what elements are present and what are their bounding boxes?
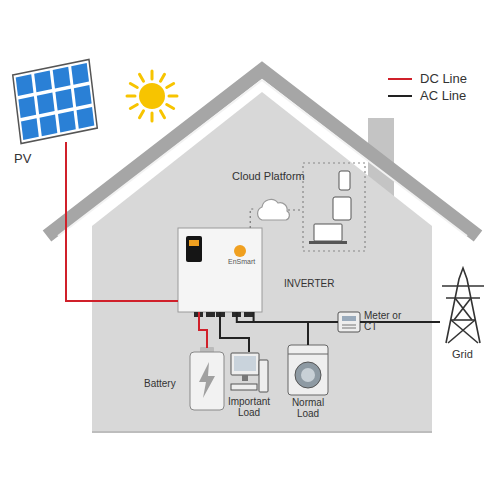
wire-line — [66, 142, 178, 301]
keyboard — [231, 384, 257, 390]
pv-cell — [71, 63, 89, 85]
inverter-screen — [186, 236, 202, 262]
pv-cell — [37, 93, 55, 115]
sun-ray — [151, 113, 154, 121]
sun-ray — [140, 111, 144, 118]
wire — [66, 142, 178, 301]
grid-tower — [442, 268, 484, 343]
battery-node: Battery — [190, 348, 224, 410]
node-label: PV — [14, 152, 54, 166]
laptop-icon — [314, 224, 342, 241]
sun-ray — [167, 105, 174, 109]
meter-keys — [342, 325, 356, 328]
pv-cell — [55, 89, 73, 111]
sun-ray — [130, 105, 137, 109]
sun-ray — [161, 111, 165, 118]
cloud-icon — [258, 199, 290, 220]
cloud-node: Cloud Platform — [256, 198, 288, 220]
sun-disc — [139, 83, 165, 109]
wire — [254, 312, 338, 322]
wire-line — [254, 312, 338, 322]
battery-bolt — [199, 362, 215, 398]
wire — [220, 312, 249, 352]
laptop-base — [309, 241, 347, 244]
node-label: INVERTER — [284, 278, 354, 289]
wire — [237, 312, 308, 345]
sun-ray — [127, 95, 135, 98]
pv-cell — [21, 118, 39, 140]
important-load-node: Important Load — [230, 352, 268, 392]
legend-row: AC Line — [388, 87, 467, 104]
wire-line — [220, 312, 249, 352]
pv-cell — [34, 71, 52, 93]
node-label: Important Load — [222, 396, 276, 418]
wire — [250, 209, 256, 228]
legend: DC Line AC Line — [388, 70, 467, 104]
inverter-ports — [194, 312, 253, 317]
monitor-screen — [234, 356, 256, 371]
phone-icon — [339, 171, 350, 190]
washer-body — [288, 345, 328, 395]
wire-line — [250, 209, 256, 228]
roof-trim — [58, 80, 467, 236]
grid-node: Grid — [440, 268, 485, 343]
normal-load-node: Normal Load — [288, 345, 328, 395]
inverter-node: EnSmartINVERTER — [178, 228, 262, 312]
node-label: EnSmart — [228, 258, 262, 266]
inverter-logo — [234, 245, 246, 257]
monitor-stand — [242, 375, 248, 381]
pv-cell — [53, 67, 71, 89]
legend-swatch — [388, 78, 412, 80]
pv-cell — [74, 85, 92, 107]
wire — [199, 312, 207, 348]
node-label: Cloud Platform — [232, 170, 322, 182]
house-body — [92, 92, 432, 432]
legend-text: AC Line — [420, 88, 466, 103]
pv-cell — [16, 74, 34, 96]
devices-frame — [303, 163, 365, 251]
pv-cell — [58, 111, 76, 133]
legend-swatch — [388, 95, 412, 97]
washer-panel — [288, 354, 328, 355]
sun-ray — [130, 84, 137, 88]
pv-frame — [13, 59, 98, 143]
sun-ray — [151, 71, 154, 79]
node-label: Meter or CT — [364, 310, 404, 332]
node-label: Normal Load — [284, 397, 332, 419]
battery-body — [190, 352, 224, 410]
sun-ray — [140, 74, 144, 81]
inverter-display — [189, 240, 199, 246]
sun-ray — [161, 74, 165, 81]
pv-cells — [16, 63, 95, 140]
legend-text: DC Line — [420, 71, 467, 86]
washer-glass — [301, 368, 315, 382]
pv-cell — [40, 115, 58, 137]
pv-cell — [18, 96, 36, 118]
node-label: Grid — [452, 348, 492, 360]
inverter-body — [178, 228, 262, 312]
wire-line — [199, 312, 207, 348]
pc-tower — [259, 360, 268, 392]
monitor-icon — [231, 353, 259, 375]
legend-row: DC Line — [388, 70, 467, 87]
node-label: Battery — [144, 378, 188, 389]
pv-cell — [77, 107, 95, 129]
tablet-icon — [333, 197, 351, 220]
pv-panel-node: PV — [12, 62, 102, 142]
meter-icon — [338, 312, 360, 332]
roof — [47, 70, 478, 236]
meter-display — [342, 316, 356, 321]
sun — [127, 71, 177, 121]
floor — [92, 431, 432, 433]
wire-line — [237, 312, 308, 345]
washer-door — [295, 362, 321, 388]
pv-panel — [13, 59, 98, 143]
sun-ray — [169, 95, 177, 98]
sun-ray — [167, 84, 174, 88]
cloud-link — [288, 209, 303, 210]
meter-node: Meter or CT — [338, 312, 360, 332]
